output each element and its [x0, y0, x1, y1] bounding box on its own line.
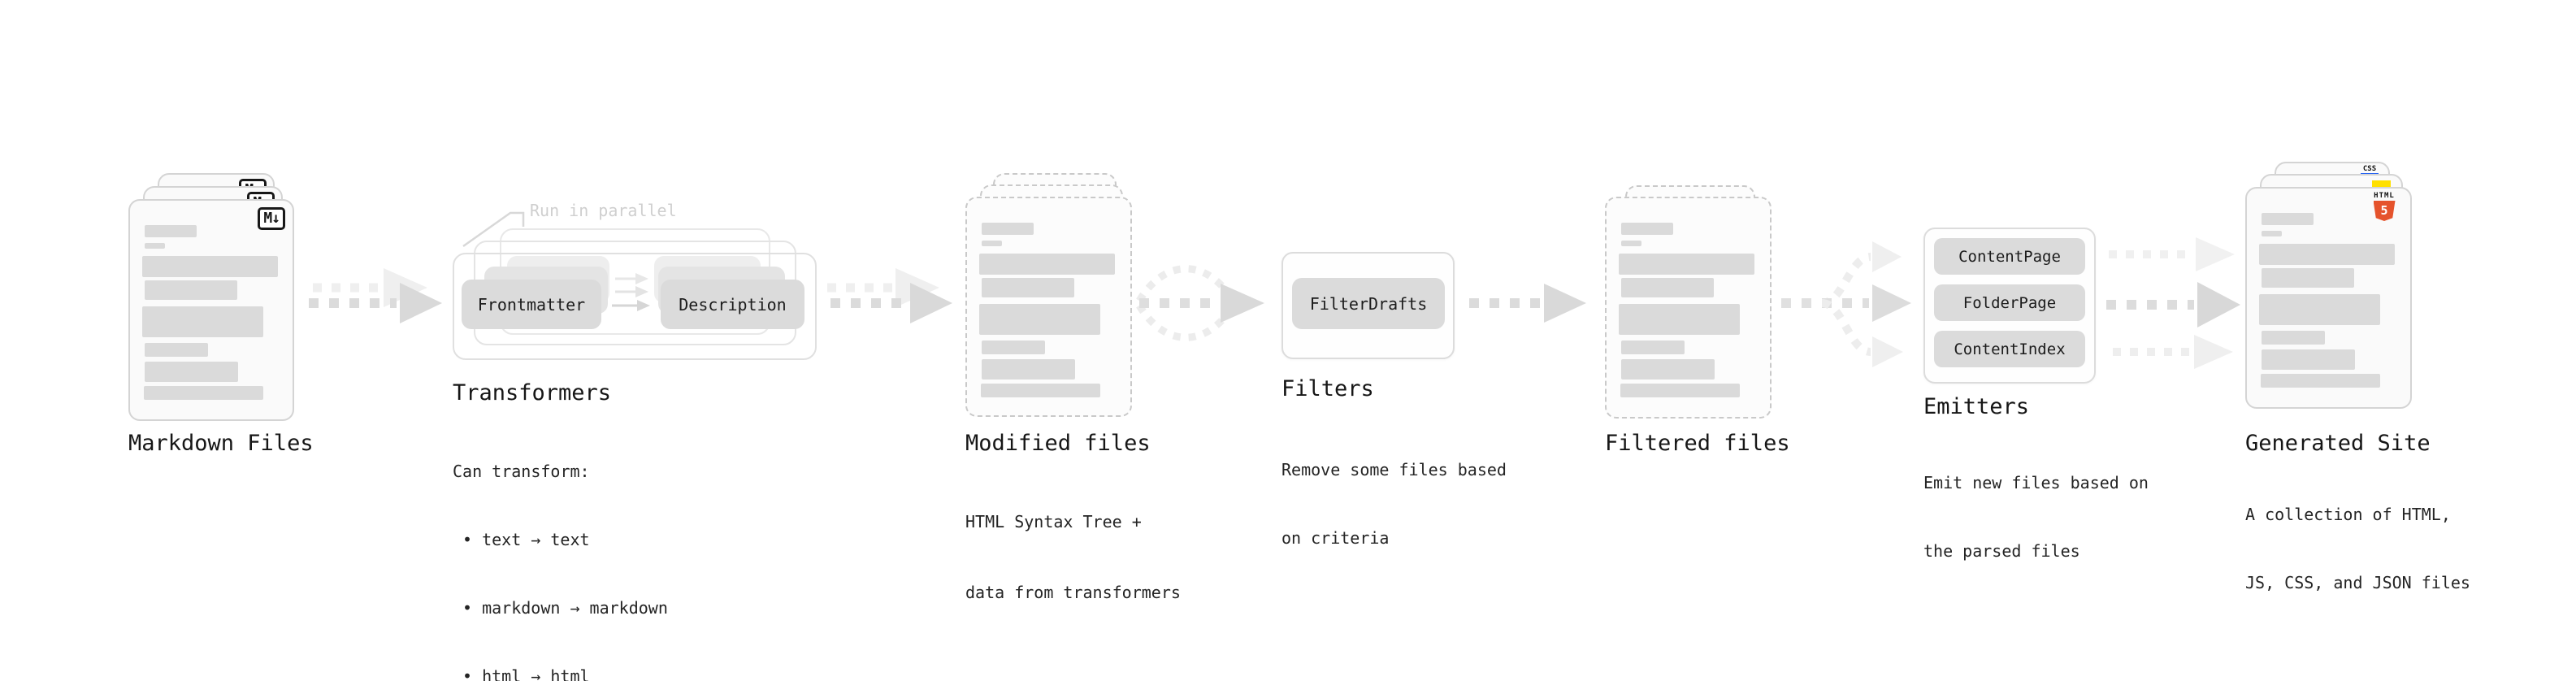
text-line-bar	[2262, 268, 2354, 288]
folderpage-pill: FolderPage	[1934, 284, 2085, 321]
text-line-bar	[1621, 340, 1685, 354]
contentindex-pill: ContentIndex	[1934, 331, 2085, 367]
arrow-filters-to-filtered	[1469, 284, 1586, 323]
text-line-bar	[142, 306, 263, 337]
run-in-parallel-annotation: Run in parallel	[530, 201, 677, 220]
text-line-bar	[2259, 244, 2395, 265]
modified-desc-line: HTML Syntax Tree +	[965, 512, 1142, 531]
text-line-bar	[1621, 278, 1714, 297]
emitters-desc-line: Emit new files based on	[1923, 473, 2149, 492]
filtered-files-title: Filtered files	[1605, 431, 1790, 456]
arrow-transformers-to-modified	[827, 268, 952, 323]
generated-html-page: HTML 5	[2245, 187, 2412, 409]
transformers-bullet: • text → text	[462, 530, 590, 549]
markdown-files-title: Markdown Files	[128, 431, 314, 456]
transformer-container-front	[453, 253, 817, 360]
description-pill: Description	[661, 280, 804, 329]
text-line-bar	[2262, 231, 2282, 236]
text-line-bar	[145, 362, 238, 382]
filters-description: Remove some files based on criteria	[1281, 413, 1507, 595]
text-line-bar	[2262, 349, 2355, 370]
text-line-bar	[979, 254, 1115, 275]
text-line-bar	[1620, 384, 1740, 397]
markdown-icon: M↓	[258, 207, 285, 230]
text-line-bar	[981, 384, 1100, 397]
text-line-bar	[1619, 254, 1754, 275]
html5-icon: HTML 5	[2366, 193, 2403, 221]
filters-title: Filters	[1281, 376, 1374, 401]
text-line-bar	[1621, 241, 1641, 246]
text-line-bar	[2262, 213, 2314, 225]
text-line-bar	[1621, 223, 1673, 235]
text-line-bar	[1621, 359, 1715, 380]
generated-desc-line: A collection of HTML,	[2245, 505, 2451, 524]
text-line-bar	[979, 304, 1100, 335]
text-line-bar	[2262, 331, 2325, 345]
transformers-desc-heading: Can transform:	[453, 462, 590, 481]
text-line-bar	[142, 256, 278, 277]
transformers-bullet: • html → html	[462, 666, 590, 681]
text-line-bar	[2261, 374, 2380, 388]
text-line-bar	[982, 278, 1074, 297]
arrow-emitters-to-generated	[2106, 237, 2240, 369]
modified-files-title: Modified files	[965, 431, 1151, 456]
text-line-bar	[145, 280, 237, 300]
markdown-file-page: M↓	[128, 199, 294, 421]
transformers-title: Transformers	[453, 380, 612, 406]
filterdrafts-pill: FilterDrafts	[1292, 278, 1445, 329]
modified-file-page	[965, 197, 1132, 417]
emitters-desc-line: the parsed files	[1923, 541, 2080, 561]
frontmatter-pill: Frontmatter	[462, 280, 601, 329]
transformers-bullet: • markdown → markdown	[462, 598, 668, 618]
text-line-bar	[145, 243, 165, 249]
text-line-bar	[145, 343, 208, 357]
text-line-bar	[144, 386, 263, 400]
filtered-file-page	[1605, 197, 1772, 419]
js-icon	[2372, 180, 2391, 189]
text-line-bar	[1619, 304, 1740, 335]
filters-desc-line: Remove some files based	[1281, 460, 1507, 479]
modified-files-description: HTML Syntax Tree + data from transformer…	[965, 463, 1181, 652]
contentpage-pill: ContentPage	[1934, 238, 2085, 275]
generated-site-title: Generated Site	[2245, 431, 2431, 456]
text-line-bar	[982, 223, 1034, 235]
text-line-bar	[145, 225, 197, 237]
arrow-filtered-to-emitters	[1781, 241, 1911, 367]
text-line-bar	[982, 241, 1002, 246]
emitters-description: Emit new files based on the parsed files	[1923, 426, 2149, 608]
arrow-modified-to-filters	[1136, 265, 1264, 341]
arrow-markdown-to-transformers	[309, 268, 442, 323]
text-line-bar	[982, 359, 1075, 380]
emitters-title: Emitters	[1923, 394, 2030, 419]
modified-desc-line: data from transformers	[965, 583, 1181, 602]
generated-desc-line: JS, CSS, and JSON files	[2245, 573, 2470, 592]
text-line-bar	[982, 340, 1045, 354]
filters-desc-line: on criteria	[1281, 528, 1390, 548]
generated-site-description: A collection of HTML, JS, CSS, and JSON …	[2245, 458, 2470, 640]
text-line-bar	[2259, 294, 2380, 325]
transformers-description: Can transform: • text → text • markdown …	[453, 414, 668, 681]
